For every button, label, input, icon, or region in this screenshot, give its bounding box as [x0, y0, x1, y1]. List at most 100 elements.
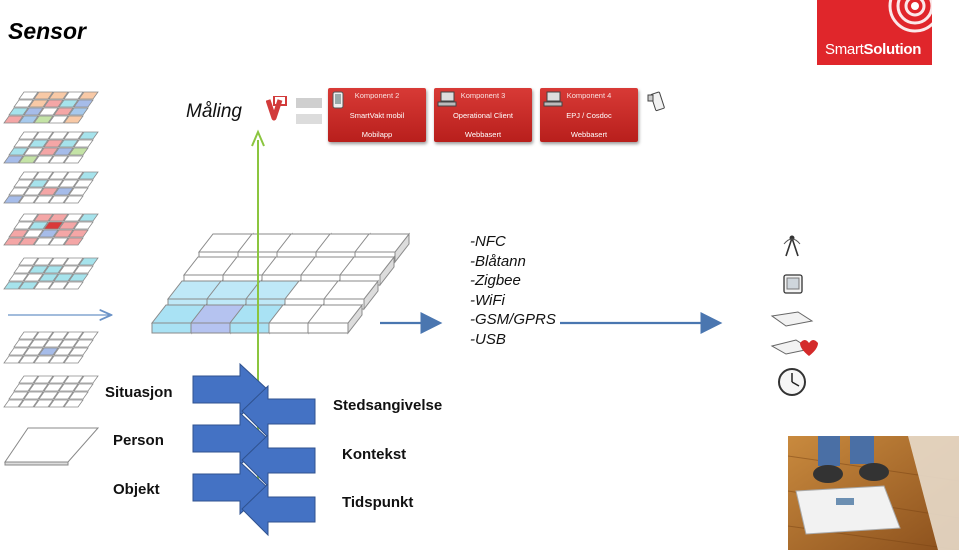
grid-cell — [18, 91, 39, 100]
grid-cell — [28, 99, 49, 108]
grid-cell — [3, 237, 24, 246]
grid-cell — [48, 91, 69, 100]
protocol-item: -GSM/GPRS — [470, 311, 556, 329]
grid-cell — [73, 221, 94, 230]
grid-cell — [48, 355, 69, 364]
matrix-cell-front — [151, 322, 193, 334]
grid-cell — [63, 155, 84, 164]
component-name: SmartVakt mobil — [349, 111, 405, 120]
grid-cell — [43, 221, 64, 230]
sensor-matrix — [150, 232, 411, 335]
grid-cell — [33, 399, 54, 408]
grid-cell — [33, 281, 54, 290]
grid-cell — [63, 213, 84, 222]
grid-cell — [3, 195, 24, 204]
grid-cell — [48, 155, 69, 164]
matrix-cell-top — [338, 256, 396, 276]
clock-icon — [778, 368, 806, 396]
protocol-list: -NFC -Blåtann -Zigbee -WiFi -GSM/GPRS -U… — [470, 232, 556, 350]
grid-cell — [18, 155, 39, 164]
grid-cell — [8, 391, 29, 400]
grid-cell — [18, 213, 39, 222]
page-title: Sensor — [8, 18, 86, 44]
logo-text-solution: Solution — [863, 41, 922, 58]
grid-cell — [23, 229, 44, 238]
grid-cell — [53, 187, 74, 196]
grid-cell — [33, 171, 54, 180]
grid-cell — [13, 221, 34, 230]
grid-cell — [8, 347, 29, 356]
grid-cell — [8, 229, 29, 238]
grid-cell — [28, 383, 49, 392]
grid-cell — [13, 383, 34, 392]
context-label-time: Tidspunkt — [342, 494, 414, 511]
component-2-card[interactable]: Komponent 2 SmartVakt mobil Mobilapp — [328, 88, 426, 142]
grid-cell — [68, 273, 89, 282]
faded-logo-icon — [266, 96, 322, 124]
grid-cell — [48, 281, 69, 290]
grid-cell — [13, 99, 34, 108]
grid-cell — [78, 91, 99, 100]
grid-cell — [58, 221, 79, 230]
component-4-card[interactable]: Komponent 4 EPJ / Cosdoc Webbasert — [540, 88, 638, 142]
component-header: Komponent 3 — [460, 91, 506, 100]
grid-cell — [23, 347, 44, 356]
grid-cell — [33, 331, 54, 340]
sensor-grid-stack — [3, 91, 99, 408]
grid-cell — [58, 179, 79, 188]
grid-cell — [63, 257, 84, 266]
level-label-situation: Situasjon — [105, 384, 173, 401]
grid-cell — [73, 383, 94, 392]
grid-cell — [13, 339, 34, 348]
component-type: Webbasert — [464, 130, 502, 139]
grid-cell — [73, 99, 94, 108]
grid-cell — [78, 257, 99, 266]
antenna-icon — [783, 235, 801, 257]
grid-cell — [63, 355, 84, 364]
grid-cell — [3, 355, 24, 364]
mobile-device-icon — [332, 91, 344, 109]
grid-cell — [18, 331, 39, 340]
grid-cell — [3, 155, 24, 164]
protocol-item: -Blåtann — [470, 252, 526, 270]
grid-cell — [23, 107, 44, 116]
grid-cell — [18, 355, 39, 364]
grid-cell — [23, 391, 44, 400]
grid-cell — [58, 99, 79, 108]
context-label-context: Kontekst — [342, 446, 407, 463]
grid-cell — [48, 115, 69, 124]
grid-cell — [43, 339, 64, 348]
component-header: Komponent 2 — [354, 91, 400, 100]
component-type: Mobilapp — [361, 130, 393, 139]
grid-cell — [38, 391, 59, 400]
grid-cell — [28, 339, 49, 348]
grid-cell — [18, 237, 39, 246]
component-3-card[interactable]: Komponent 3 Operational Client Webbasert — [434, 88, 532, 142]
grid-cell — [68, 147, 89, 156]
protocol-item: -WiFi — [470, 291, 505, 309]
grid-cell — [63, 91, 84, 100]
grid-cell — [43, 383, 64, 392]
computer-icon — [437, 91, 457, 107]
grid-cell — [18, 131, 39, 140]
grid-cell — [48, 237, 69, 246]
logo-text-smart: Smart — [825, 41, 864, 58]
grid-cell — [63, 399, 84, 408]
sensor-mat-icon — [770, 311, 814, 327]
grid-cell — [13, 265, 34, 274]
grid-cell — [33, 375, 54, 384]
grid-cell — [63, 331, 84, 340]
grid-cell — [48, 399, 69, 408]
grid-cell — [18, 115, 39, 124]
grid-cell — [48, 257, 69, 266]
grid-cell — [8, 147, 29, 156]
grid-cell — [53, 229, 74, 238]
grid-cell — [63, 237, 84, 246]
grid-cell — [28, 265, 49, 274]
matrix-cell-top — [353, 233, 411, 253]
grid-cell — [3, 281, 24, 290]
grid-cell — [78, 213, 99, 222]
context-chevrons — [192, 362, 316, 537]
grid-cell — [23, 273, 44, 282]
